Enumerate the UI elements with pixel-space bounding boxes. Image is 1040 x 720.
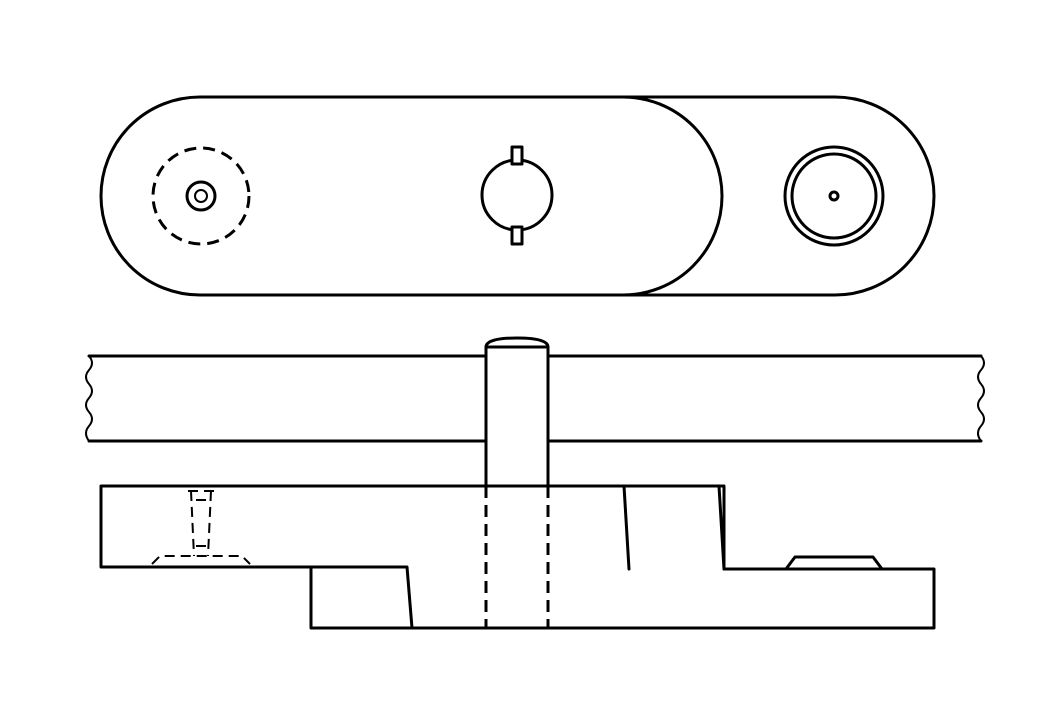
raised-pad bbox=[784, 555, 884, 571]
right-notch-face bbox=[622, 484, 726, 571]
end-pin-boss bbox=[783, 145, 885, 247]
long-link-plate bbox=[99, 95, 724, 297]
hidden-countersunk-hole bbox=[151, 146, 251, 246]
hidden-screw bbox=[151, 490, 251, 565]
top-view bbox=[99, 95, 936, 297]
hidden-pin-bore bbox=[484, 486, 550, 628]
side-view bbox=[85, 336, 985, 630]
vertical-pin bbox=[484, 336, 550, 488]
center-pin-with-keyways bbox=[480, 145, 554, 246]
stepped-base-block bbox=[99, 484, 936, 630]
left-step-face bbox=[305, 565, 414, 630]
